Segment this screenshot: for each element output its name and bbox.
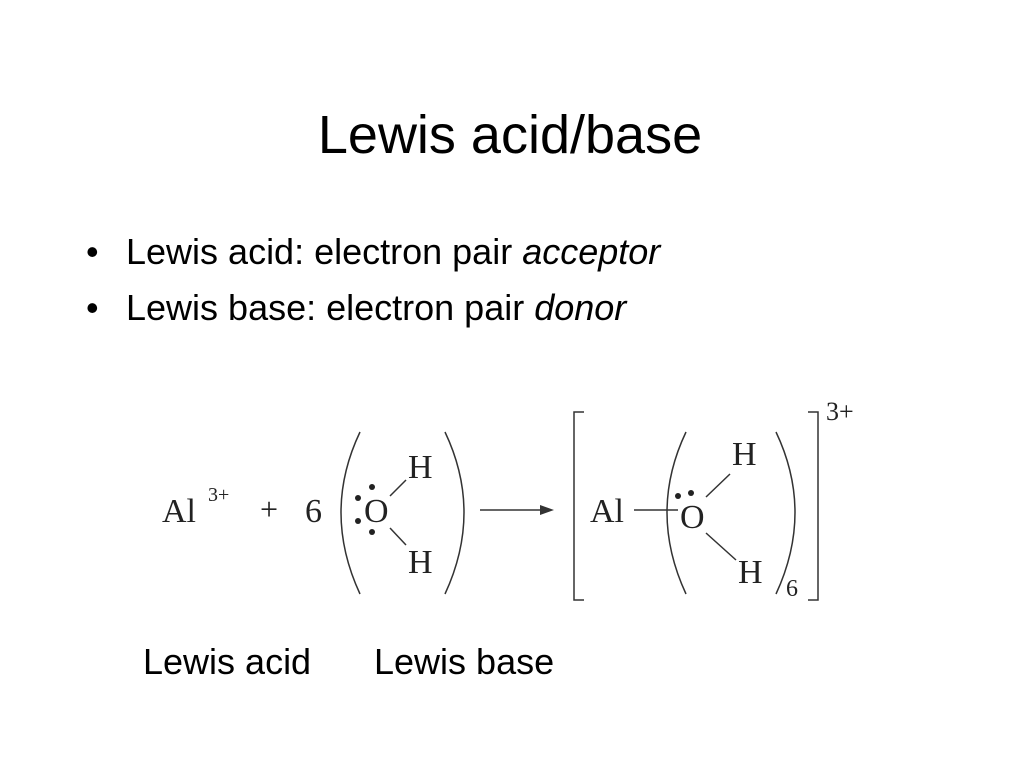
plus-sign: + — [260, 491, 278, 527]
right-parenthesis — [444, 431, 465, 595]
lone-pair-dot — [675, 493, 681, 499]
oxygen-atom: O — [364, 493, 389, 530]
lone-pair-dot — [355, 518, 361, 524]
product-hydrogen-bottom: H — [738, 554, 763, 591]
left-parenthesis — [340, 431, 361, 595]
bullet-marker: • — [86, 231, 99, 272]
product-hydrogen-top: H — [732, 436, 757, 473]
right-bracket — [808, 411, 819, 601]
bullet-marker: • — [86, 287, 99, 328]
bond-line — [705, 473, 731, 498]
reactant-symbol: Al — [162, 493, 196, 530]
product-charge: 3+ — [826, 397, 854, 426]
product-metal: Al — [590, 493, 624, 530]
hydrogen-atom-top: H — [408, 449, 433, 486]
reactant-charge: 3+ — [208, 484, 229, 506]
lone-pair-dot — [355, 495, 361, 501]
bullet-text: Lewis acid: electron pair — [126, 231, 523, 272]
reaction-arrow-head — [540, 505, 554, 515]
hydrogen-atom-bottom: H — [408, 544, 433, 581]
bond-line — [389, 479, 407, 497]
inner-right-parenthesis — [775, 431, 796, 595]
bond-line — [705, 532, 737, 561]
product-oxygen: O — [680, 499, 705, 536]
product-subscript: 6 — [786, 576, 798, 602]
caption-lewis-acid: Lewis acid — [143, 641, 312, 682]
caption-lewis-base: Lewis base — [374, 641, 555, 682]
coefficient: 6 — [305, 493, 322, 530]
bullet-list: • Lewis acid: electron pair acceptor • Lew… — [82, 224, 660, 336]
bullet-lewis-acid: • Lewis acid: electron pair acceptor — [82, 224, 660, 280]
bullet-emphasis: donor — [534, 287, 627, 328]
bullet-lewis-base: • Lewis base: electron pair donor — [82, 280, 660, 336]
lone-pair-dot — [688, 490, 694, 496]
reaction-diagram: Al 3+ + 6 O H H Al O H H 6 3+ — [162, 397, 854, 602]
bond-line — [389, 527, 407, 546]
bullet-emphasis: acceptor — [522, 231, 661, 272]
bullet-text: Lewis base: electron pair — [126, 287, 535, 328]
slide-title: Lewis acid/base — [317, 105, 703, 165]
left-bracket — [573, 411, 584, 601]
lone-pair-dot — [369, 484, 375, 490]
inner-left-parenthesis — [666, 431, 687, 595]
lone-pair-dot — [369, 529, 375, 535]
